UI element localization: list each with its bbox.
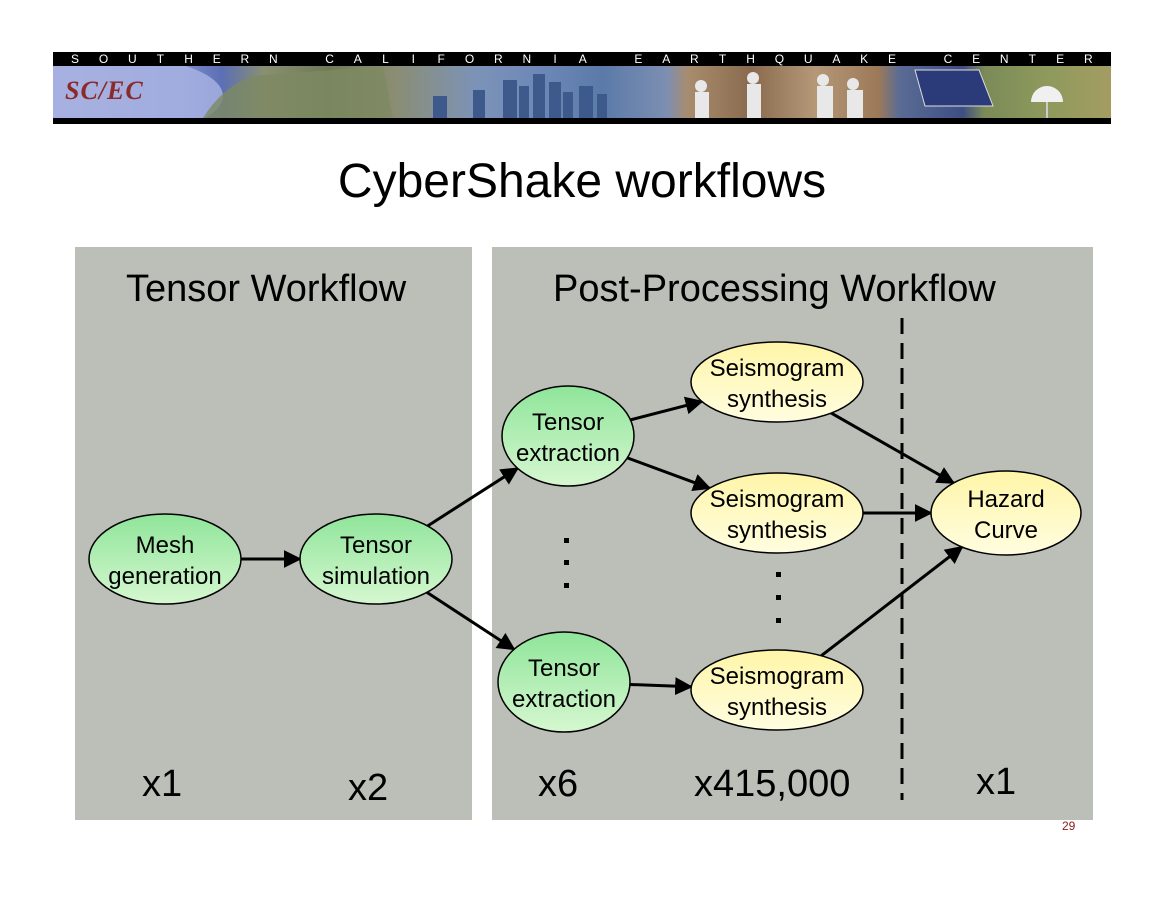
scec-logo: SC/EC [65,76,144,105]
node-extract-bottom: Tensor extraction [497,631,631,733]
banner-letter: E [634,52,643,66]
banner-letter: L [382,52,389,66]
banner-letter: T [718,52,727,66]
multiplicity-hazard: x1 [976,761,1017,803]
banner-letter: A [832,52,841,66]
node-label: synthesis [727,386,827,413]
node-label: synthesis [727,694,827,721]
edge-extract-bottom-to-seis-bottom [629,677,694,696]
banner-letter: T [1028,52,1037,66]
node-label: Seismogram [710,663,845,690]
banner-letter: Q [774,52,785,66]
multiplicity-extraction: x6 [538,763,579,805]
banner-letter: N [268,52,278,66]
node-label: Hazard [967,486,1044,513]
node-label: generation [108,563,221,590]
node-label: synthesis [727,517,827,544]
edge-extract-top-to-seis-top [630,396,704,422]
node-mesh: Mesh generation [88,513,242,605]
banner-letter: U [803,52,813,66]
banner-letter: K [860,52,869,66]
ellipsis-dot [564,538,569,543]
edge-tensor-sim-to-extract-top [426,467,520,528]
node-tensor-sim: Tensor simulation [299,513,453,605]
banner-letter: I [411,52,415,66]
ellipsis-dot [564,560,569,565]
post-processing-workflow-title: Post-Processing Workflow [553,268,996,310]
node-label: Mesh [136,532,195,559]
node-ellipse [299,513,453,605]
node-label: Tensor [340,532,412,559]
banner-letter: E [972,52,981,66]
tensor-workflow-title: Tensor Workflow [126,268,407,310]
ellipsis-seismogram [776,572,781,623]
multiplicity-seismogram: x415,000 [694,763,851,805]
multiplicity-mesh: x1 [142,763,183,805]
edge-seis-top-to-hazard [830,411,956,485]
banner-letter: R [1083,52,1093,66]
slide-number: 29 [1062,819,1076,833]
edge-seis-bottom-to-hazard [820,545,964,657]
banner-letter: F [437,52,445,66]
scec-banner: S O U T H E R N C A L I F O R N I A E A R T H Q U A K E C E N T E R SC… [53,52,1111,124]
node-label: extraction [512,686,616,713]
banner-letter: N [522,52,532,66]
node-ellipse [497,631,631,733]
node-extract-top: Tensor extraction [501,385,635,487]
node-ellipse [690,341,864,423]
banner-letter: R [690,52,699,66]
ellipsis-dot [776,595,781,600]
banner-letter: A [662,52,671,66]
node-label: Seismogram [710,486,845,513]
ellipsis-dot [564,583,569,588]
node-seis-mid: Seismogram synthesis [690,472,864,554]
node-label: extraction [516,440,620,467]
banner-letter: N [999,52,1009,66]
banner-letter: H [746,52,755,66]
banner-letter: A [578,52,587,66]
node-seis-bottom: Seismogram synthesis [690,649,864,731]
banner-letter: C [325,52,334,66]
node-ellipse [930,470,1082,556]
node-ellipse [690,649,864,731]
node-label: simulation [322,563,430,590]
multiplicity-tensor-simulation: x2 [348,767,389,809]
ellipsis-dot [776,618,781,623]
banner-letter: O [98,52,109,66]
banner-letter: I [553,52,557,66]
banner-letter: R [240,52,250,66]
node-label: Curve [974,517,1038,544]
node-label: Seismogram [710,355,845,382]
banner-letter: A [353,52,362,66]
node-seis-top: Seismogram synthesis [690,341,864,423]
banner-letter: H [184,52,193,66]
banner-skyline-graphic [53,66,1063,118]
edge-extract-top-to-seis-mid [626,456,712,492]
banner-letter: O [464,52,475,66]
banner-letter: E [887,52,896,66]
banner-letter: U [127,52,137,66]
banner-letter: E [212,52,221,66]
banner-letter: T [156,52,165,66]
banner-letter: C [943,52,953,66]
edge-tensor-sim-to-extract-bottom [426,591,516,651]
node-ellipse [88,513,242,605]
banner-letter: R [494,52,503,66]
ellipsis-extraction [564,538,569,588]
node-ellipse [501,385,635,487]
node-ellipse [690,472,864,554]
node-label: Tensor [528,655,600,682]
page-title: CyberShake workflows [337,155,827,208]
node-label: Tensor [532,409,604,436]
banner-letter: E [1056,52,1065,66]
banner-letter: S [71,52,80,66]
ellipsis-dot [776,572,781,577]
